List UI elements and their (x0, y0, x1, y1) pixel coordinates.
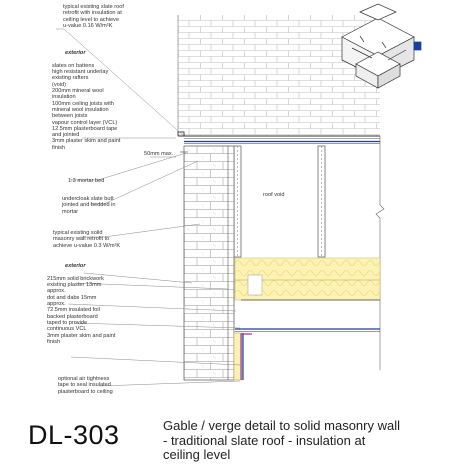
note-50mm: 50mm max. (144, 151, 174, 157)
note-roof-existing: typical existing slate roof retrofit wit… (63, 4, 124, 29)
break-line (375, 136, 385, 370)
note-roof-exterior-heading: exterior (65, 50, 86, 57)
verge-flashing (177, 131, 185, 136)
brick-wall (183, 145, 235, 381)
note-wall-existing: typical existing solid masonry wall retr… (53, 230, 121, 249)
drawing-title: Gable / verge detail to solid masonry wa… (163, 418, 401, 462)
wall-insulated-plasterboard (233, 332, 243, 381)
note-wall-layers-text: 215mm solid brickwork existing plaster 1… (47, 275, 116, 345)
airtightness-tape (240, 333, 252, 380)
rafter-right (317, 145, 326, 258)
note-undercloak: undercloak slate butt jointed and bedded… (62, 196, 116, 215)
note-roof-void: roof void (263, 192, 285, 198)
note-airtightness: optional air tightness tape to seal insu… (58, 376, 113, 395)
isometric-house-key-icon (341, 3, 422, 89)
leader-lines (56, 28, 241, 387)
joist-end (247, 274, 263, 296)
note-roof-layers: exterior slates on battens high resistan… (52, 44, 120, 151)
note-roof-layers-text: slates on battens high resistant underla… (52, 62, 121, 151)
drawing-code: DL-303 (28, 420, 120, 450)
note-wall-exterior-heading: exterior (65, 263, 86, 270)
note-wall-layers: exterior 215mm solid brickwork existing … (47, 257, 115, 345)
note-mortar-bed: 1:3 mortar bed (68, 178, 105, 184)
rafter-left (233, 145, 242, 258)
